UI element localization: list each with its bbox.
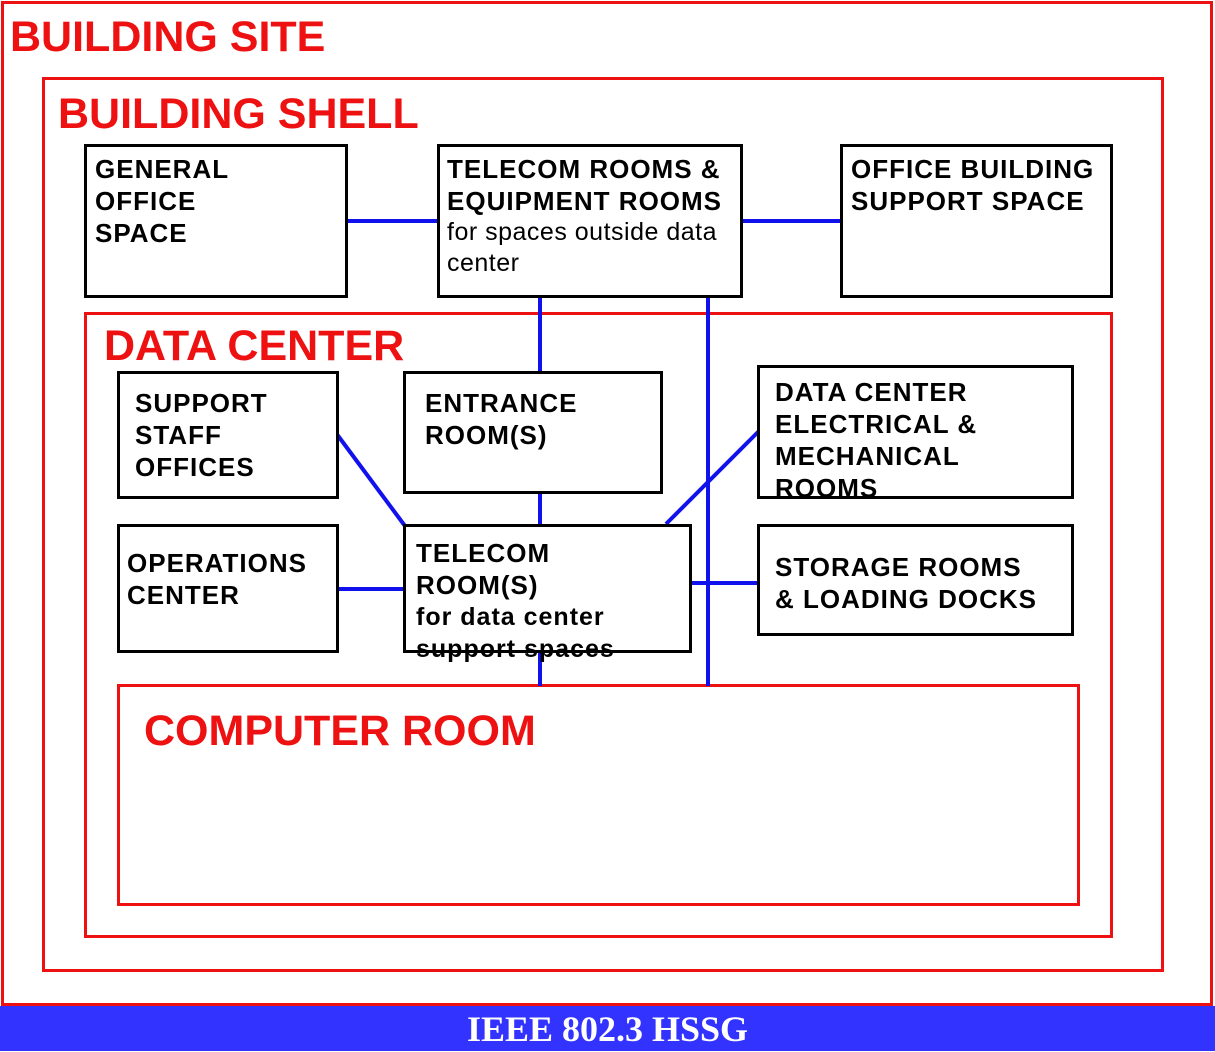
support-staff-label: SUPPORT STAFF OFFICES xyxy=(135,388,268,482)
entrance-room-label: ENTRANCE ROOM(S) xyxy=(425,388,578,450)
storage-rooms-box: STORAGE ROOMS & LOADING DOCKS xyxy=(757,524,1074,636)
general-office-label: GENERAL OFFICE SPACE xyxy=(95,154,229,248)
data-center-title: DATA CENTER xyxy=(104,322,405,370)
building-shell-title: BUILDING SHELL xyxy=(58,90,419,138)
telecom-equipment-box: TELECOM ROOMS & EQUIPMENT ROOMS for spac… xyxy=(437,144,743,298)
dc-electrical-label: DATA CENTER ELECTRICAL & MECHANICAL ROOM… xyxy=(775,377,978,503)
building-site-title: BUILDING SITE xyxy=(10,13,326,61)
office-support-label: OFFICE BUILDING SUPPORT SPACE xyxy=(851,154,1095,216)
entrance-room-box: ENTRANCE ROOM(S) xyxy=(403,371,663,494)
telecom-equipment-subtitle: for spaces outside data center xyxy=(447,218,717,277)
office-support-box: OFFICE BUILDING SUPPORT SPACE xyxy=(840,144,1113,298)
building-shell-frame xyxy=(42,77,1164,972)
support-staff-box: SUPPORT STAFF OFFICES xyxy=(117,371,339,499)
telecom-dc-box: TELECOM ROOM(S) for data center support … xyxy=(403,524,692,663)
general-office-box: GENERAL OFFICE SPACE xyxy=(84,144,348,298)
data-center-frame xyxy=(84,312,1113,938)
operations-center-label: OPERATIONS CENTER xyxy=(127,548,307,610)
computer-room-frame xyxy=(117,684,1080,906)
building-site-frame xyxy=(1,1,1213,1006)
footer-label: IEEE 802.3 HSSG xyxy=(466,1009,749,1049)
telecom-equipment-label: TELECOM ROOMS & EQUIPMENT ROOMS xyxy=(447,154,723,216)
footer-bar: IEEE 802.3 HSSG xyxy=(0,1006,1215,1051)
computer-room-title: COMPUTER ROOM xyxy=(144,707,536,755)
dc-electrical-box: DATA CENTER ELECTRICAL & MECHANICAL ROOM… xyxy=(757,365,1074,503)
telecom-dc-subtitle: for data center support spaces xyxy=(416,603,615,663)
telecom-dc-label: TELECOM ROOM(S) xyxy=(416,538,551,600)
storage-rooms-label: STORAGE ROOMS & LOADING DOCKS xyxy=(775,552,1037,614)
operations-center-box: OPERATIONS CENTER xyxy=(117,524,339,653)
